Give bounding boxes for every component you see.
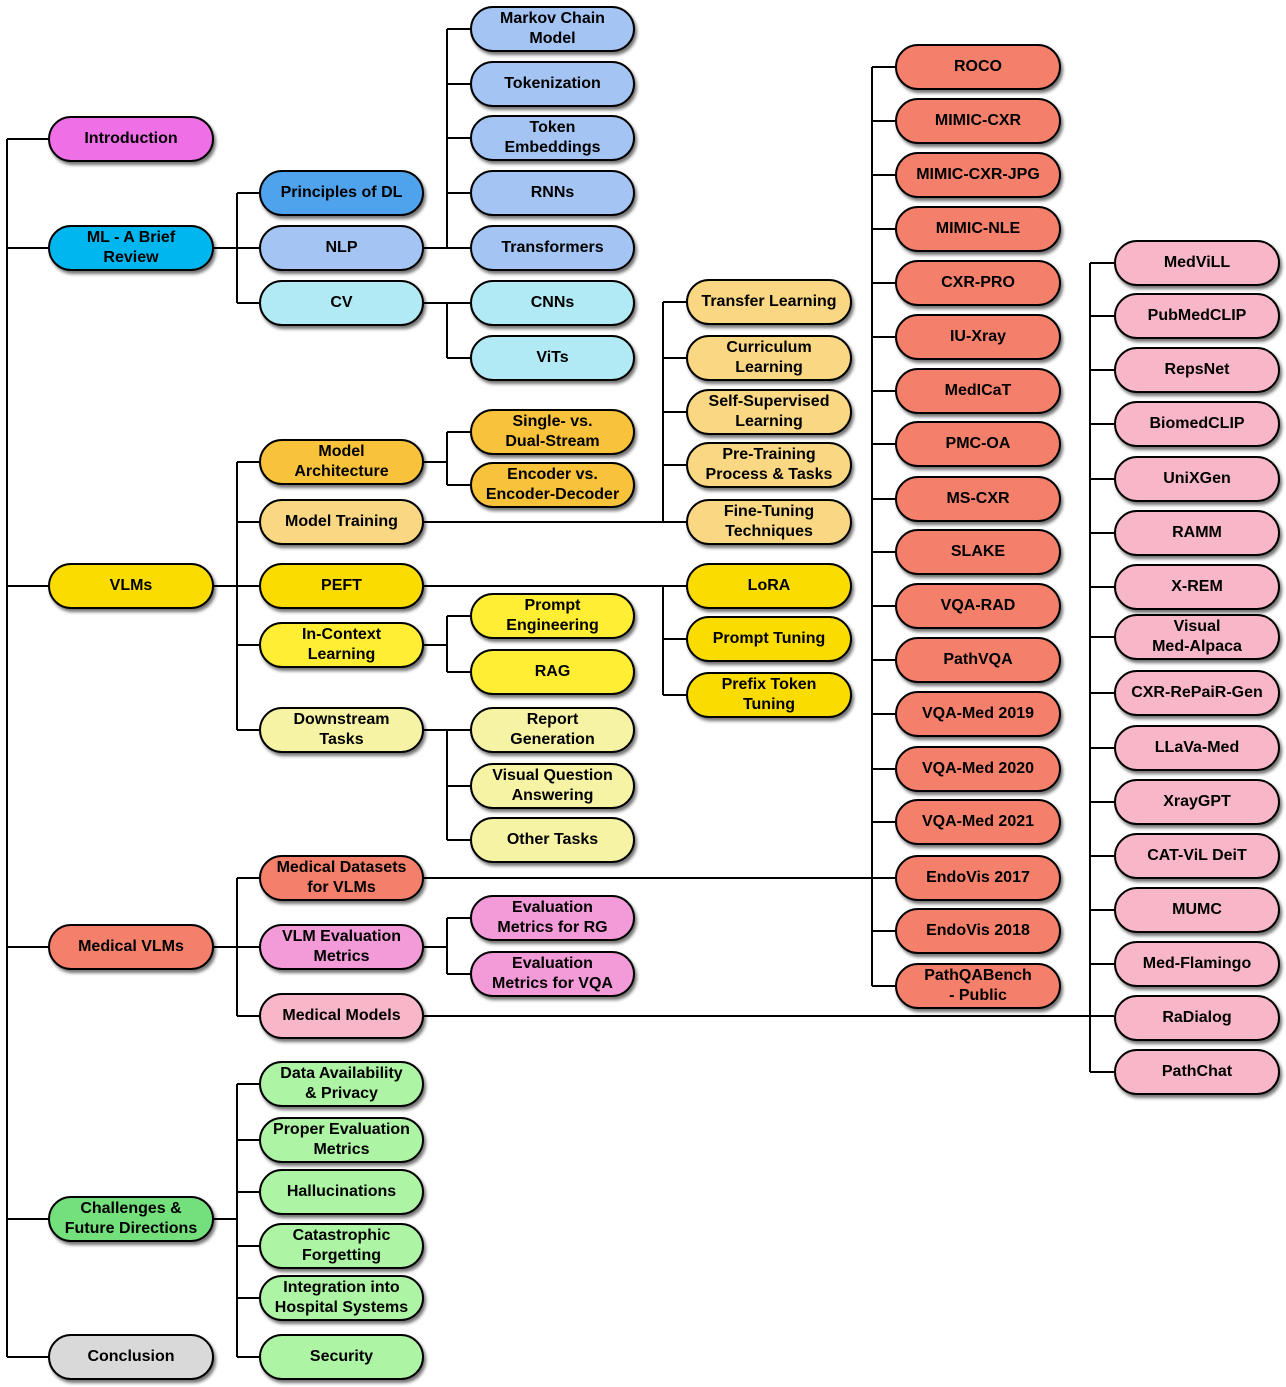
challenge-security[interactable]: Security xyxy=(259,1334,424,1380)
model-unixgen[interactable]: UniXGen xyxy=(1114,456,1280,502)
challenge-data-availability-privacy[interactable]: Data Availability & Privacy xyxy=(259,1061,424,1107)
training-pre-training-process[interactable]: Pre-Training Process & Tasks xyxy=(686,442,852,488)
model-radialog[interactable]: RaDialog xyxy=(1114,995,1280,1041)
training-curriculum-learning[interactable]: Curriculum Learning xyxy=(686,335,852,381)
peft-prompt-tuning[interactable]: Prompt Tuning xyxy=(686,616,852,662)
task-report-generation[interactable]: Report Generation xyxy=(470,707,635,753)
dataset-mimic-nle[interactable]: MIMIC-NLE xyxy=(895,206,1061,252)
dataset-slake[interactable]: SLAKE xyxy=(895,529,1061,575)
dataset-vqa-med-2019[interactable]: VQA-Med 2019 xyxy=(895,691,1061,737)
section-ml-review[interactable]: ML - A Brief Review xyxy=(48,225,214,271)
task-visual-question-answering[interactable]: Visual Question Answering xyxy=(470,763,635,809)
dataset-mimic-cxr-jpg[interactable]: MIMIC-CXR-JPG xyxy=(895,152,1061,198)
dataset-vqa-rad[interactable]: VQA-RAD xyxy=(895,583,1061,629)
dataset-medicat[interactable]: MedICaT xyxy=(895,368,1061,414)
training-transfer-learning[interactable]: Transfer Learning xyxy=(686,279,852,325)
dataset-ms-cxr[interactable]: MS-CXR xyxy=(895,476,1061,522)
dataset-vqa-med-2020[interactable]: VQA-Med 2020 xyxy=(895,746,1061,792)
icl-prompt-engineering[interactable]: Prompt Engineering xyxy=(470,593,635,639)
model-xraygpt[interactable]: XrayGPT xyxy=(1114,779,1280,825)
med-models[interactable]: Medical Models xyxy=(259,993,424,1039)
nlp-token-embeddings[interactable]: Token Embeddings xyxy=(470,115,635,161)
model-mumc[interactable]: MUMC xyxy=(1114,887,1280,933)
dataset-roco[interactable]: ROCO xyxy=(895,44,1061,90)
task-other-tasks[interactable]: Other Tasks xyxy=(470,817,635,863)
section-vlms[interactable]: VLMs xyxy=(48,563,214,609)
arch-single-vs-dual-stream[interactable]: Single- vs. Dual-Stream xyxy=(470,409,635,455)
model-visual-med-alpaca[interactable]: Visual Med-Alpaca xyxy=(1114,614,1280,660)
model-med-flamingo[interactable]: Med-Flamingo xyxy=(1114,941,1280,987)
vlm-model-training[interactable]: Model Training xyxy=(259,499,424,545)
dataset-cxr-pro[interactable]: CXR-PRO xyxy=(895,260,1061,306)
section-introduction[interactable]: Introduction xyxy=(48,116,214,162)
arch-encoder-vs-encoder-decoder[interactable]: Encoder vs. Encoder-Decoder xyxy=(470,462,635,508)
model-ramm[interactable]: RAMM xyxy=(1114,510,1280,556)
ml-cv[interactable]: CV xyxy=(259,280,424,326)
model-pathchat[interactable]: PathChat xyxy=(1114,1049,1280,1095)
nlp-rnns[interactable]: RNNs xyxy=(470,170,635,216)
peft-prefix-token-tuning[interactable]: Prefix Token Tuning xyxy=(686,672,852,718)
dataset-vqa-med-2021[interactable]: VQA-Med 2021 xyxy=(895,799,1061,845)
model-llava-med[interactable]: LLaVa-Med xyxy=(1114,725,1280,771)
training-fine-tuning-techniques[interactable]: Fine-Tuning Techniques xyxy=(686,499,852,545)
challenge-hallucinations[interactable]: Hallucinations xyxy=(259,1169,424,1215)
training-self-supervised-learning[interactable]: Self-Supervised Learning xyxy=(686,389,852,435)
challenge-proper-evaluation-metrics[interactable]: Proper Evaluation Metrics xyxy=(259,1117,424,1163)
vlm-model-architecture[interactable]: Model Architecture xyxy=(259,439,424,485)
dataset-pathvqa[interactable]: PathVQA xyxy=(895,637,1061,683)
dataset-endovis-2017[interactable]: EndoVis 2017 xyxy=(895,855,1061,901)
med-datasets[interactable]: Medical Datasets for VLMs xyxy=(259,855,424,901)
ml-nlp[interactable]: NLP xyxy=(259,225,424,271)
cv-vits[interactable]: ViTs xyxy=(470,335,635,381)
model-pubmedclip[interactable]: PubMedCLIP xyxy=(1114,293,1280,339)
section-challenges[interactable]: Challenges & Future Directions xyxy=(48,1196,214,1242)
eval-metrics-rg[interactable]: Evaluation Metrics for RG xyxy=(470,895,635,941)
icl-rag[interactable]: RAG xyxy=(470,649,635,695)
model-medvill[interactable]: MedViLL xyxy=(1114,240,1280,286)
challenge-integration-hospital-systems[interactable]: Integration into Hospital Systems xyxy=(259,1275,424,1321)
ml-principles-of-dl[interactable]: Principles of DL xyxy=(259,170,424,216)
model-x-rem[interactable]: X-REM xyxy=(1114,564,1280,610)
nlp-transformers[interactable]: Transformers xyxy=(470,225,635,271)
challenge-catastrophic-forgetting[interactable]: Catastrophic Forgetting xyxy=(259,1223,424,1269)
nlp-markov-chain-model[interactable]: Markov Chain Model xyxy=(470,6,635,52)
model-cxr-repair-gen[interactable]: CXR-RePaiR-Gen xyxy=(1114,670,1280,716)
model-cat-vil-deit[interactable]: CAT-ViL DeiT xyxy=(1114,833,1280,879)
vlm-peft[interactable]: PEFT xyxy=(259,563,424,609)
vlm-downstream-tasks[interactable]: Downstream Tasks xyxy=(259,707,424,753)
dataset-endovis-2018[interactable]: EndoVis 2018 xyxy=(895,908,1061,954)
dataset-mimic-cxr[interactable]: MIMIC-CXR xyxy=(895,98,1061,144)
section-medical-vlms[interactable]: Medical VLMs xyxy=(48,924,214,970)
vlm-in-context-learning[interactable]: In-Context Learning xyxy=(259,622,424,668)
nlp-tokenization[interactable]: Tokenization xyxy=(470,61,635,107)
dataset-iu-xray[interactable]: IU-Xray xyxy=(895,314,1061,360)
model-biomedclip[interactable]: BiomedCLIP xyxy=(1114,401,1280,447)
eval-metrics-vqa[interactable]: Evaluation Metrics for VQA xyxy=(470,951,635,997)
model-repsnet[interactable]: RepsNet xyxy=(1114,347,1280,393)
section-conclusion[interactable]: Conclusion xyxy=(48,1334,214,1380)
peft-lora[interactable]: LoRA xyxy=(686,563,852,609)
dataset-pmc-oa[interactable]: PMC-OA xyxy=(895,421,1061,467)
cv-cnns[interactable]: CNNs xyxy=(470,280,635,326)
med-evaluation-metrics[interactable]: VLM Evaluation Metrics xyxy=(259,924,424,970)
dataset-pathqabench-public[interactable]: PathQABench - Public xyxy=(895,963,1061,1009)
